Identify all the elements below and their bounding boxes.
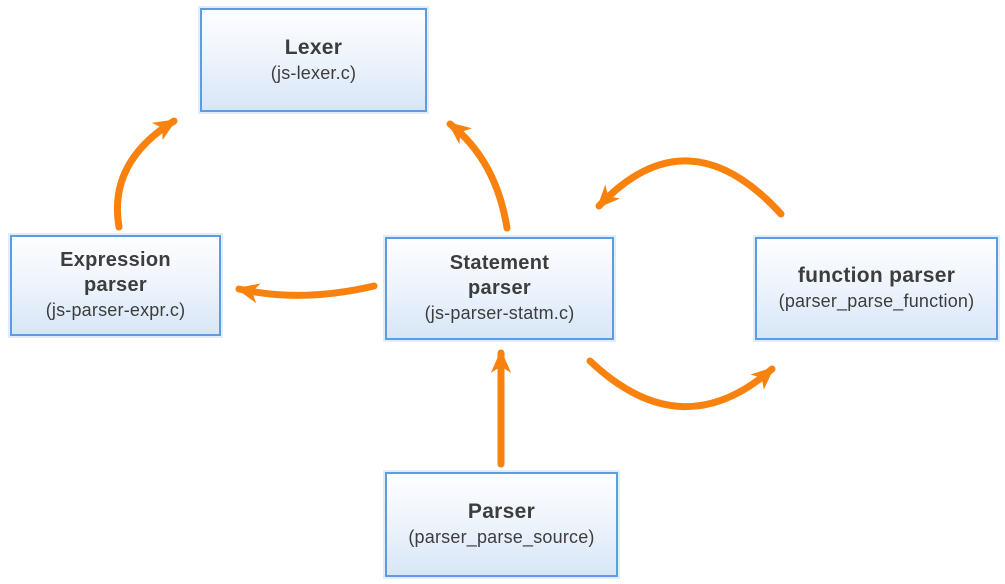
arrow-expression-to-lexer xyxy=(113,117,178,231)
node-function-parser: function parser (parser_parse_function) xyxy=(755,237,998,340)
node-function-parser-title: function parser xyxy=(797,264,956,288)
node-expression-parser-title-line2: parser xyxy=(84,274,147,297)
node-statement-parser-subtitle: (js-parser-statm.c) xyxy=(424,303,575,324)
node-parser-subtitle: (parser_parse_source) xyxy=(408,527,595,548)
node-lexer-title: Lexer xyxy=(284,35,343,59)
arrow-statement-to-lexer xyxy=(446,120,511,232)
node-parser: Parser (parser_parse_source) xyxy=(385,472,618,577)
arrow-function-to-statement xyxy=(595,157,785,218)
node-lexer: Lexer (js-lexer.c) xyxy=(200,8,427,112)
node-lexer-subtitle: (js-lexer.c) xyxy=(270,62,357,83)
node-expression-parser: Expression parser (js-parser-expr.c) xyxy=(10,235,221,336)
arrow-statement-to-function xyxy=(586,357,776,411)
node-statement-parser-title-line1: Statement xyxy=(449,252,550,275)
node-statement-parser-title-line2: parser xyxy=(468,277,531,300)
node-function-parser-subtitle: (parser_parse_function) xyxy=(778,291,975,312)
arrow-statement-to-expression xyxy=(235,282,378,304)
node-expression-parser-subtitle: (js-parser-expr.c) xyxy=(45,300,186,321)
node-expression-parser-title-line1: Expression xyxy=(60,249,171,272)
node-statement-parser: Statement parser (js-parser-statm.c) xyxy=(385,237,614,340)
node-parser-title: Parser xyxy=(467,500,536,524)
